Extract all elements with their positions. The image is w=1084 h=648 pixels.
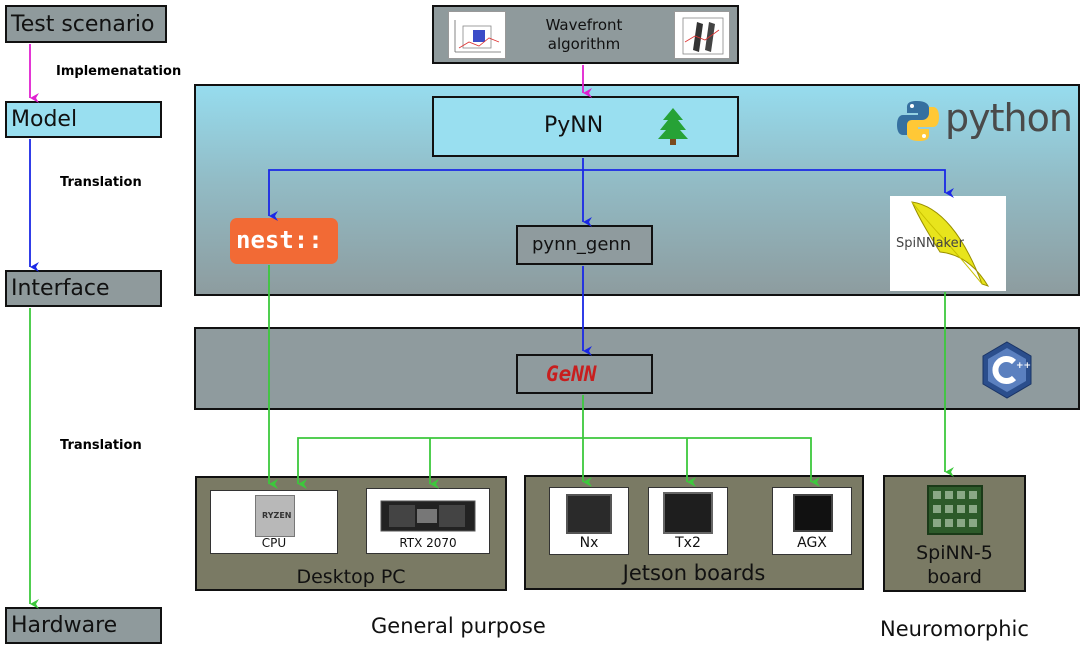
cpu-label: CPU: [261, 536, 287, 550]
gpu-card-icon: [379, 495, 479, 539]
wavefront-title-line1: Wavefront: [545, 16, 623, 34]
spinnaker-sail-icon: [911, 201, 990, 287]
desktop-pc-label: Desktop PC: [296, 566, 406, 588]
wavefront-plot-left-icon: [448, 11, 506, 59]
tree-icon: [656, 106, 690, 150]
nx-card: Nx: [549, 487, 629, 555]
nx-label: Nx: [579, 535, 599, 551]
label-translation-2: Translation: [60, 438, 142, 453]
desktop-pc-group: RYZEN CPU RTX 2070 Desktop PC: [195, 476, 507, 591]
tx2-label: Tx2: [675, 535, 701, 551]
stage-test-scenario-label: Test scenario: [11, 11, 155, 37]
tx2-board-icon: [663, 492, 713, 534]
stage-interface: Interface: [5, 270, 162, 307]
spinnaker-label: SpiNNaker: [896, 236, 964, 251]
spinn5-group: SpiNN-5 board: [883, 475, 1026, 592]
general-purpose-label: General purpose: [371, 614, 546, 638]
arrow-genn-to-agx: [583, 437, 820, 487]
neuromorphic-label: Neuromorphic: [880, 617, 1029, 641]
agx-board-icon: [793, 494, 833, 532]
agx-card: AGX: [772, 487, 852, 555]
python-logo-text: python: [945, 96, 1073, 140]
nest-logo: nest::: [230, 218, 338, 264]
wavefront-box: Wavefront algorithm: [432, 5, 739, 64]
pynn-box: PyNN: [432, 96, 739, 157]
cpu-chip-icon: RYZEN: [255, 495, 295, 537]
stage-hardware: Hardware: [5, 607, 162, 644]
stage-model: Model: [5, 101, 162, 138]
svg-text:++: ++: [1016, 361, 1031, 371]
stage-hardware-label: Hardware: [11, 613, 118, 638]
cpp-logo-icon: ++: [980, 340, 1034, 404]
genn-box: GeNN: [516, 354, 653, 394]
wavefront-title-line2: algorithm: [547, 35, 621, 53]
cpu-card: RYZEN CPU: [210, 490, 338, 554]
spinn5-label-line1: SpiNN-5: [916, 542, 993, 564]
agx-label: AGX: [797, 535, 827, 551]
arrow-pynn-to-nest: [268, 169, 583, 221]
pynn-label: PyNN: [544, 113, 604, 138]
arrow-pynn-to-spinnaker: [583, 169, 954, 198]
stage-interface-label: Interface: [11, 276, 110, 301]
gpu-card: RTX 2070: [366, 488, 490, 554]
stage-test-scenario: Test scenario: [5, 5, 167, 43]
wavefront-plot-right-icon: [674, 11, 730, 59]
python-logo: python: [895, 96, 1075, 146]
pynn-genn-box: pynn_genn: [516, 225, 653, 265]
pynn-genn-label: pynn_genn: [532, 234, 632, 255]
label-translation-1: Translation: [60, 175, 142, 190]
nest-label: nest::: [236, 226, 323, 254]
spinn5-board-icon: [927, 485, 983, 535]
python-snake-icon: [897, 101, 939, 141]
tx2-card: Tx2: [648, 487, 728, 555]
jetson-boards-group: Nx Tx2 AGX Jetson boards: [524, 475, 864, 590]
label-implementation: Implemenatation: [56, 64, 182, 79]
gpu-label: RTX 2070: [399, 536, 457, 550]
arrow-genn-to-desktop: [297, 437, 583, 489]
spinn5-label-line2: board: [927, 566, 982, 588]
nx-board-icon: [566, 494, 612, 534]
jetson-boards-label: Jetson boards: [622, 561, 766, 585]
stage-model-label: Model: [11, 107, 78, 132]
spinnaker-logo: SpiNNaker: [890, 196, 1006, 291]
genn-label: GeNN: [546, 362, 597, 386]
